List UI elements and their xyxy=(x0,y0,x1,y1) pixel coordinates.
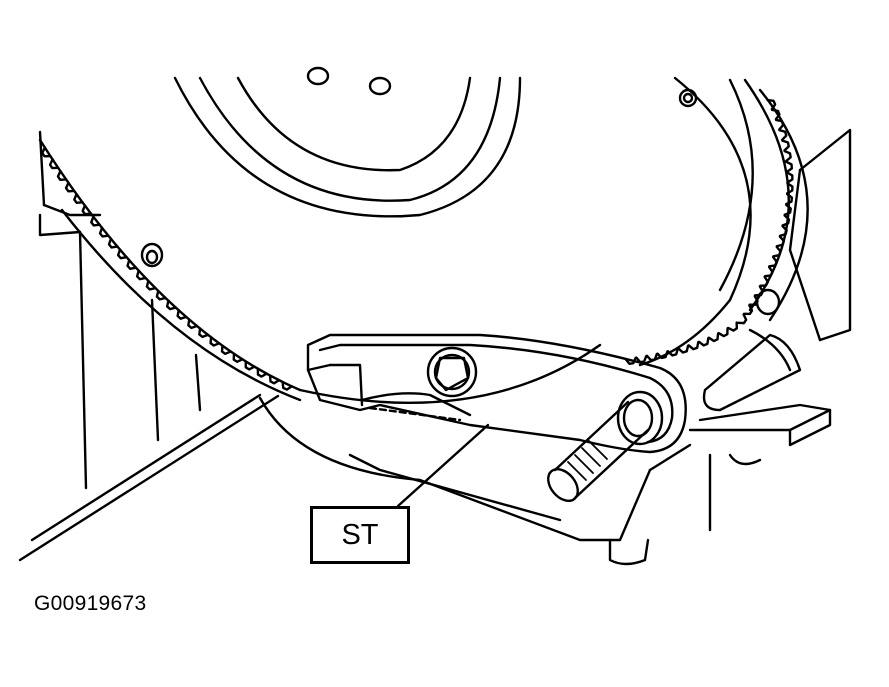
figure-id: G00919673 xyxy=(34,592,147,615)
gear-tooth xyxy=(785,192,794,206)
stopper-stud-bolt xyxy=(547,390,664,502)
gear-tooth xyxy=(48,158,60,170)
gear-tooth xyxy=(41,146,52,158)
gear-tooth xyxy=(727,321,739,332)
flywheel-ring-gear xyxy=(38,76,809,404)
ring-gear-teeth xyxy=(41,98,794,391)
gear-tooth xyxy=(687,340,700,351)
gear-tooth xyxy=(135,269,147,281)
gear-tooth xyxy=(56,169,68,181)
gear-tooth xyxy=(81,204,93,216)
gear-tooth xyxy=(126,259,138,270)
gear-tooth xyxy=(759,275,770,288)
gear-tooth xyxy=(785,160,794,173)
gear-tooth xyxy=(209,336,221,347)
gear-tooth xyxy=(107,237,119,249)
flywheel-hub xyxy=(140,66,781,316)
gear-tooth xyxy=(198,327,210,339)
gear-tooth xyxy=(766,98,777,111)
gear-tooth xyxy=(645,352,659,362)
gear-tooth xyxy=(155,289,167,301)
gear-tooth xyxy=(220,344,232,356)
gear-tooth xyxy=(742,304,754,316)
gear-tooth xyxy=(90,215,101,227)
gear-tooth xyxy=(781,139,790,152)
gear-tooth xyxy=(783,149,792,163)
gear-tooth xyxy=(98,226,110,238)
gear-tooth xyxy=(232,352,244,363)
callout-leader xyxy=(396,423,490,508)
gear-tooth xyxy=(116,248,128,260)
gear-tooth xyxy=(256,367,268,378)
gear-tooth xyxy=(770,108,781,121)
gear-tooth xyxy=(666,347,679,357)
flywheel-stopper-tool xyxy=(306,333,687,454)
gear-tooth xyxy=(785,171,794,184)
bellhousing-lower xyxy=(258,396,692,566)
gear-tooth xyxy=(656,350,669,360)
gear-tooth xyxy=(772,245,782,258)
gear-tooth xyxy=(64,181,76,193)
gear-tooth xyxy=(281,380,293,391)
gear-tooth xyxy=(768,255,778,268)
stopper-retaining-bolt xyxy=(426,346,478,398)
callout-label-st: ST xyxy=(310,506,410,564)
gear-tooth xyxy=(736,313,748,325)
gear-tooth xyxy=(187,318,199,330)
gear-tooth xyxy=(73,193,84,205)
gear-tooth xyxy=(176,309,188,320)
gear-tooth xyxy=(785,182,794,195)
gear-tooth xyxy=(145,279,157,291)
transmission-housing xyxy=(688,128,852,532)
gear-tooth xyxy=(244,360,256,371)
gear-tooth xyxy=(677,344,690,354)
gear-tooth xyxy=(165,299,177,311)
gear-tooth xyxy=(775,235,785,248)
gear-tooth xyxy=(697,336,710,347)
gear-tooth xyxy=(707,332,720,343)
engine-housing xyxy=(18,130,280,562)
gear-tooth xyxy=(778,128,788,142)
gear-tooth xyxy=(635,354,648,364)
gear-tooth xyxy=(778,224,788,238)
gear-tooth xyxy=(717,327,729,338)
gear-tooth xyxy=(774,118,785,131)
gear-tooth xyxy=(763,265,774,278)
gear-tooth xyxy=(268,374,281,385)
gear-tooth xyxy=(783,203,792,216)
gear-tooth xyxy=(781,214,791,227)
